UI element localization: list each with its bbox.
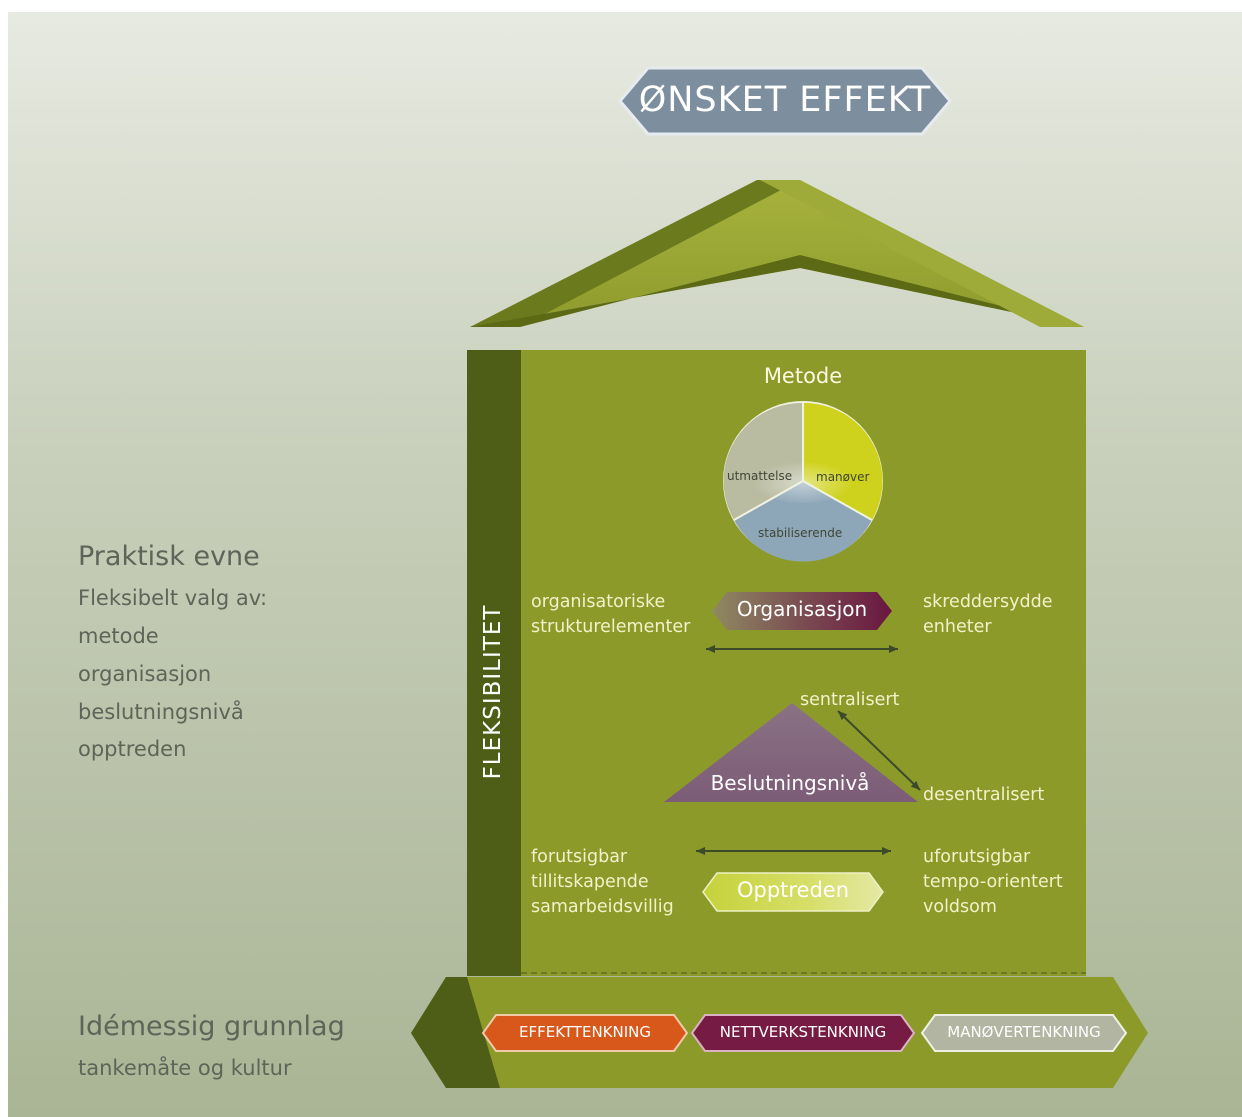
organisasjon-right-text: skreddersydde enheter (923, 590, 1052, 640)
opptreden-left-line-2: tillitskapende (531, 872, 649, 892)
opptreden-right-line-1: uforutsigbar (923, 847, 1031, 867)
organisasjon-left-line-1: organisatoriske (531, 592, 666, 612)
left-panel-line-1: Fleksibelt valg av: (78, 586, 268, 610)
effekttenkning-banner (481, 1014, 689, 1052)
opptreden-right-text: uforutsigbar tempo-orientert voldsom (923, 845, 1063, 920)
pillar-fleksibilitet (467, 350, 521, 976)
opptreden-right-line-2: tempo-orientert (923, 872, 1063, 892)
metode-title: Metode (763, 364, 843, 388)
base-label-nettverkstenkning: NETTVERKSTENKNING (719, 1023, 887, 1041)
left-panel-line-4: beslutningsnivå (78, 700, 244, 724)
pie-label-stabiliserende: stabiliserende (758, 526, 843, 540)
manovertenkning-banner (920, 1014, 1128, 1052)
top-banner (618, 66, 952, 136)
organisasjon-right-line-2: enheter (923, 617, 992, 637)
opptreden-banner (702, 872, 884, 912)
left-panel-title: Praktisk evne (78, 541, 260, 572)
top-banner-label: ØNSKET EFFEKT (638, 80, 932, 120)
base-caption-title: Idémessig grunnlag (78, 1011, 345, 1042)
left-panel-line-2: metode (78, 624, 159, 648)
organisasjon-label: Organisasjon (736, 597, 868, 621)
beslutningsniva-top-label: sentralisert (800, 690, 900, 710)
pillar-label: FLEKSIBILITET (480, 604, 506, 780)
beslutningsniva-label: Beslutningsnivå (710, 771, 870, 795)
pie-label-utmattelse: utmattelse (727, 469, 793, 483)
organisasjon-banner (712, 592, 892, 630)
opptreden-label: Opptreden (736, 878, 850, 902)
opptreden-left-line-3: samarbeidsvillig (531, 897, 674, 917)
roof (470, 180, 1084, 327)
beslutningsniva-bottom-label: desentralisert (923, 785, 1045, 805)
organisasjon-left-text: organisatoriske strukturelementer (531, 590, 690, 640)
opptreden-left-text: forutsigbar tillitskapende samarbeidsvil… (531, 845, 674, 920)
metode-pie (723, 401, 883, 562)
base-caption-subtitle: tankemåte og kultur (78, 1056, 292, 1080)
opptreden-right-line-3: voldsom (923, 897, 997, 917)
organisasjon-right-line-1: skreddersydde (923, 592, 1053, 612)
opptreden-left-line-1: forutsigbar (531, 847, 628, 867)
left-panel-line-5: opptreden (78, 737, 187, 761)
beslutningsniva-arrow (837, 710, 921, 791)
left-panel-line-3: organisasjon (78, 662, 212, 686)
base-label-manovertenkning: MANØVERTENKNING (947, 1023, 1101, 1041)
organisasjon-left-line-2: strukturelementer (531, 617, 691, 637)
base-label-effekttenkning: EFFEKTTENKNING (519, 1023, 651, 1041)
nettverkstenkning-banner (690, 1014, 916, 1052)
pie-label-manover: manøver (816, 470, 870, 484)
